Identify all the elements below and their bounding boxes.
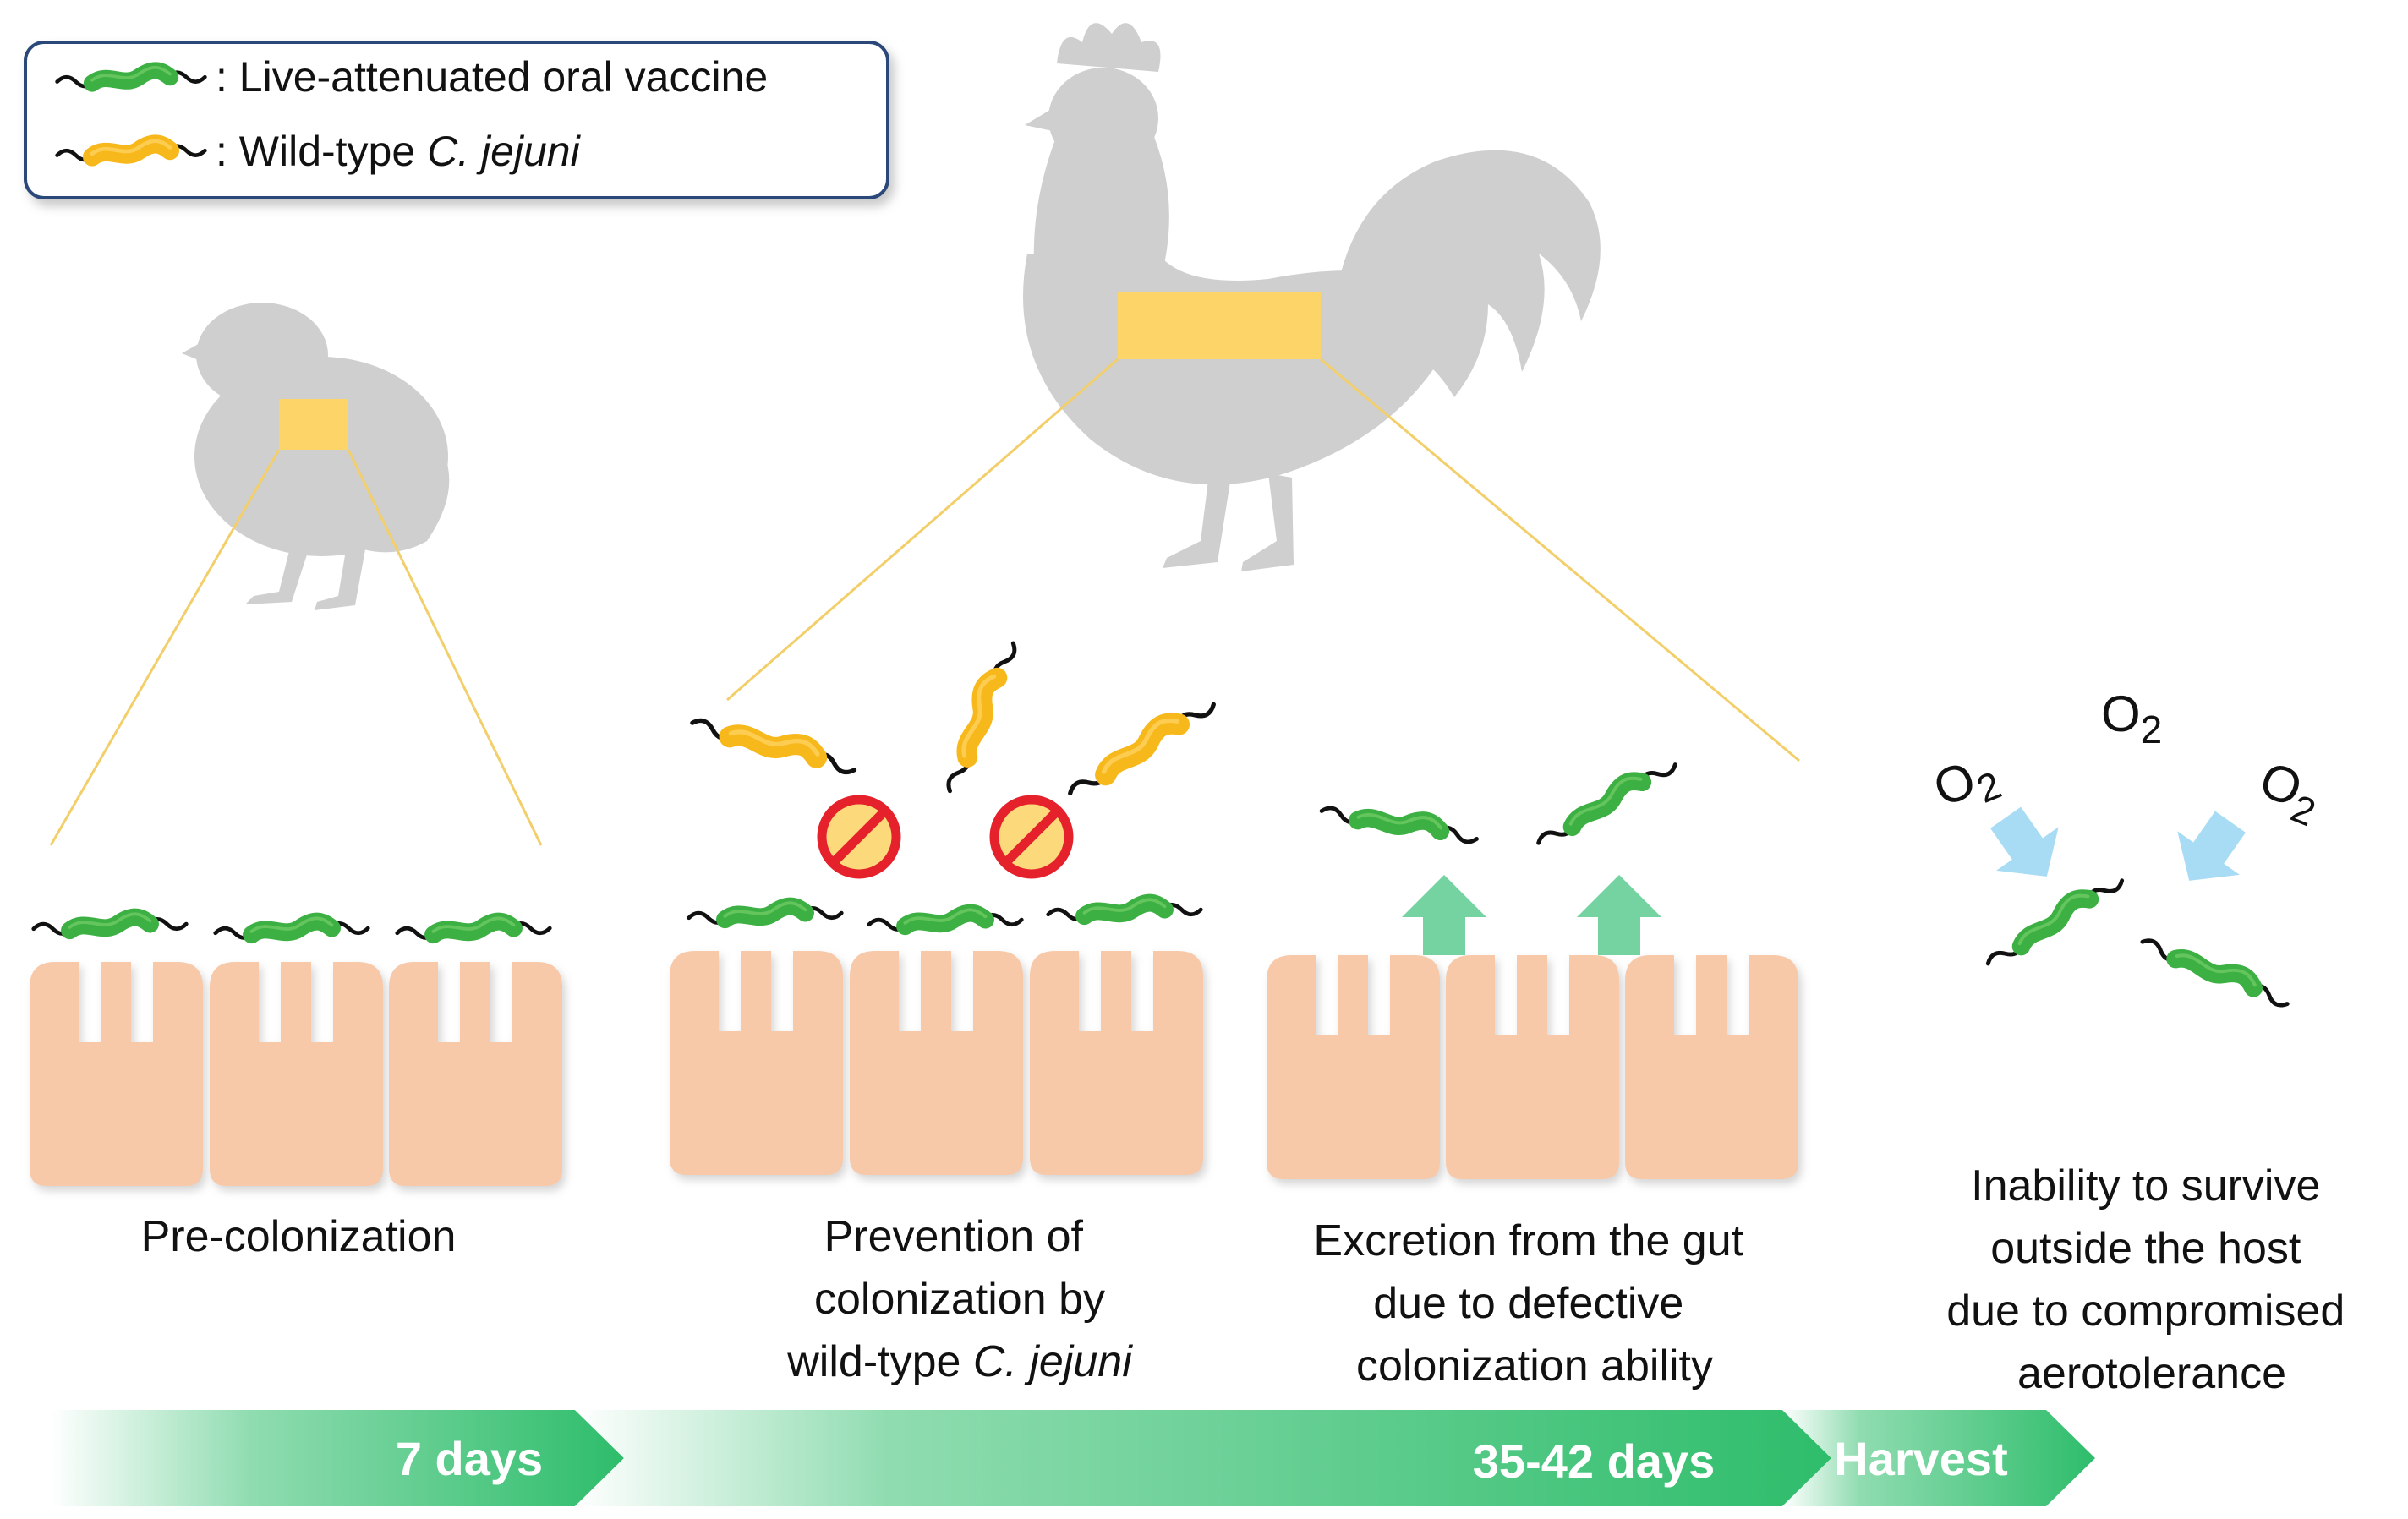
no-entry-icon (994, 800, 1069, 874)
timeline-segment-2 (575, 1410, 1831, 1506)
timeline: 7 days 35-42 days Harvest (51, 1410, 2095, 1506)
no-entry-icon (822, 800, 896, 874)
prevention-line3: wild-type C. jejuni (786, 1337, 1133, 1386)
legend: : Live-attenuated oral vaccine : Wild-ty… (24, 41, 889, 199)
villus-block (210, 962, 383, 1186)
legend-vaccine-label: : Live-attenuated oral vaccine (216, 53, 768, 101)
aerotolerance-line2: outside the host (1990, 1224, 2301, 1273)
vaccine-bacterium-icon (397, 918, 550, 937)
prevention-line3-italic: C. jejuni (973, 1337, 1133, 1386)
excretion-line1: Excretion from the gut (1313, 1216, 1743, 1265)
o2-label-right: O2 (2248, 751, 2329, 834)
villus-block (1625, 955, 1798, 1179)
aerotolerance-line4: aerotolerance (2017, 1349, 2286, 1398)
timeline-segment-1 (51, 1410, 624, 1506)
up-arrow-icon (1577, 875, 1661, 955)
rooster-silhouette-icon (1023, 23, 1601, 571)
wildtype-bacterium-icon (936, 639, 1022, 794)
precolonization-panel: Pre-colonization (30, 914, 562, 1261)
timeline-7days-label: 7 days (396, 1432, 543, 1485)
vaccine-bacterium-icon (216, 918, 369, 937)
timeline-35-42days-label: 35-42 days (1473, 1434, 1715, 1488)
excretion-label: Excretion from the gut due to defective … (1313, 1216, 1755, 1391)
villus-block (1030, 951, 1203, 1175)
prevention-line3-prefix: wild-type (786, 1337, 973, 1386)
excretion-panel: Excretion from the gut due to defective … (1267, 756, 1798, 1391)
chick-gut-patch (279, 399, 348, 450)
o2-subscript: 2 (2141, 708, 2163, 751)
aerotolerance-line3: due to compromised (1946, 1287, 2345, 1336)
villus-block (30, 962, 203, 1186)
o2-letter: O (2101, 686, 2141, 742)
wildtype-bacterium-icon (691, 708, 858, 780)
villus-block (1267, 955, 1440, 1179)
wildtype-bacterium-icon (1062, 695, 1219, 798)
vaccine-bacterium-icon (1531, 756, 1680, 848)
excretion-line3: colonization ability (1356, 1341, 1713, 1391)
chick-zoom-lines (49, 449, 543, 846)
o2-label-left: O2 (1926, 742, 2007, 826)
vaccine-bacterium-icon (1980, 872, 2126, 968)
legend-wildtype-prefix: : Wild-type (216, 128, 427, 175)
vaccine-bacterium-icon (1048, 899, 1201, 919)
aerotolerance-panel: O2 O2 O2 Inability to survive outside th… (1926, 686, 2357, 1398)
prevention-panel: Prevention of colonization by wild-type … (670, 639, 1219, 1386)
villus-block (389, 962, 562, 1186)
timeline-harvest-label: Harvest (1834, 1432, 2007, 1485)
down-arrow-icon (1974, 795, 2078, 899)
down-arrow-icon (2158, 800, 2262, 903)
villus-block (850, 951, 1023, 1175)
up-arrow-icon (1402, 875, 1486, 955)
legend-wildtype-italic: C. jejuni (427, 128, 582, 175)
villus-block (1446, 955, 1619, 1179)
rooster-gut-patch (1118, 292, 1321, 359)
timeline-segment-3 (1782, 1410, 2095, 1506)
vaccine-bacterium-icon (34, 914, 187, 933)
vaccine-bacterium-icon (1321, 796, 1479, 849)
legend-wildtype-label: : Wild-type C. jejuni (216, 128, 582, 175)
prevention-line2: colonization by (814, 1275, 1105, 1324)
aerotolerance-line1: Inability to survive (1971, 1161, 2320, 1210)
vaccine-bacterium-icon (2140, 928, 2291, 1013)
villus-block (670, 951, 843, 1175)
vaccine-bacterium-icon (869, 910, 1022, 929)
excretion-line2: due to defective (1373, 1279, 1683, 1328)
vaccine-bacterium-icon (689, 903, 842, 922)
chick-silhouette-icon (182, 303, 450, 610)
aerotolerance-label: Inability to survive outside the host du… (1946, 1161, 2357, 1398)
precolonization-label: Pre-colonization (141, 1212, 457, 1261)
legend-box (24, 41, 889, 199)
rooster-zoom-lines (726, 358, 1800, 762)
prevention-label: Prevention of colonization by (814, 1212, 1105, 1324)
o2-label-top: O2 (2101, 686, 2162, 751)
o2-letter: O (1926, 751, 1984, 818)
prevention-line1: Prevention of (824, 1212, 1084, 1261)
